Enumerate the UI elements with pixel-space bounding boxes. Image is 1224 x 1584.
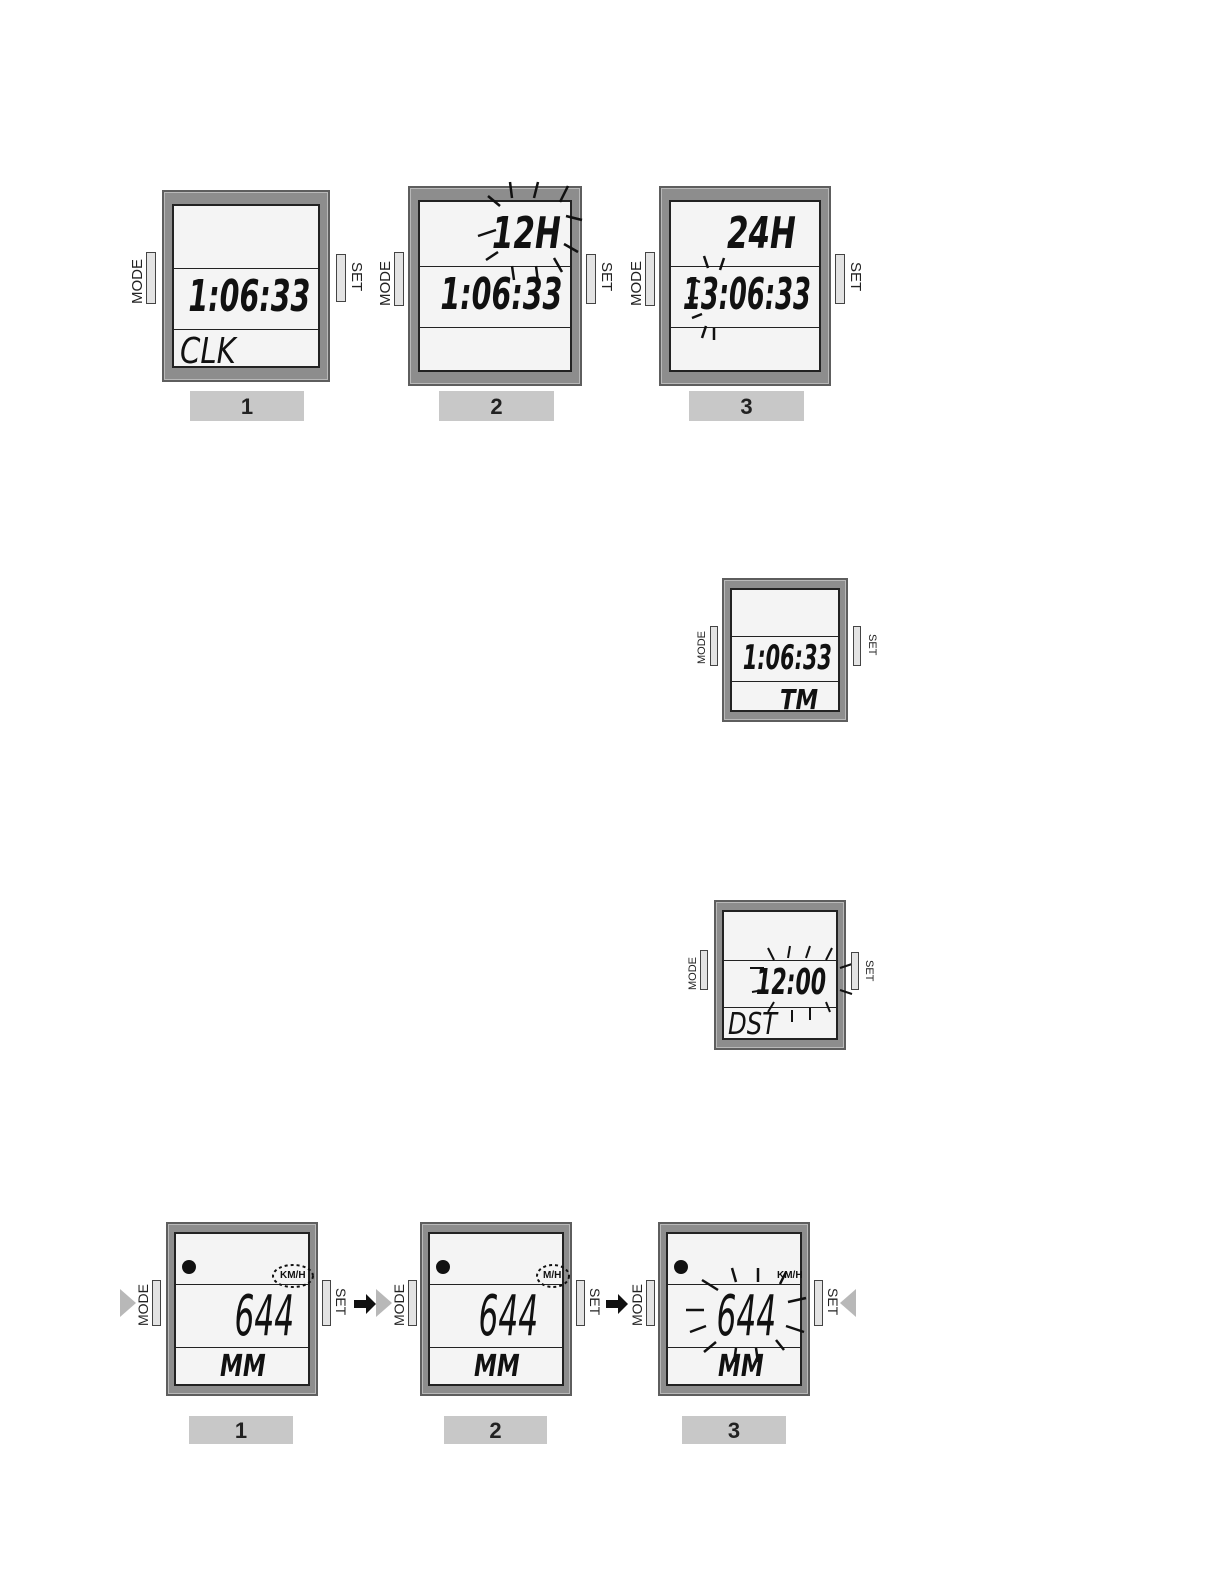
time-readout: 1:06:33 bbox=[743, 641, 832, 675]
set-button[interactable] bbox=[814, 1280, 823, 1326]
format-readout: 24H bbox=[727, 212, 796, 256]
set-button-label: SET bbox=[349, 262, 364, 291]
step-label: 3 bbox=[682, 1416, 786, 1444]
mode-text: MM bbox=[474, 1352, 520, 1382]
lcd-middle-row: 1:06:33 bbox=[420, 266, 570, 328]
lcd-screen: 644 MM bbox=[666, 1232, 802, 1386]
next-arrow-icon bbox=[606, 1292, 630, 1316]
pointer-arrow-icon bbox=[376, 1289, 392, 1317]
unit-step2-device: 644 MM bbox=[420, 1222, 572, 1396]
mode-text: DST bbox=[728, 1010, 777, 1040]
mode-button[interactable] bbox=[394, 252, 404, 306]
dst-device: 12:00 DST bbox=[714, 900, 846, 1050]
mode-button[interactable] bbox=[645, 252, 655, 306]
mode-text: TM bbox=[780, 686, 818, 712]
time-readout: 1:06:33 bbox=[188, 275, 310, 319]
mode-button-label: MODE bbox=[697, 631, 708, 664]
value-readout: 644 bbox=[478, 1289, 538, 1345]
mode-button-label: MODE bbox=[392, 1284, 406, 1326]
set-button[interactable] bbox=[853, 626, 861, 666]
mode-text: MM bbox=[220, 1352, 266, 1382]
lcd-screen: 644 MM bbox=[174, 1232, 310, 1386]
mode-button[interactable] bbox=[700, 950, 708, 990]
mode-button-label: MODE bbox=[629, 261, 644, 306]
mode-button-label: MODE bbox=[136, 1284, 150, 1326]
mode-button-label: MODE bbox=[378, 261, 393, 306]
clock-step3-device: 24H 13:06:33 bbox=[659, 186, 831, 386]
indicator-dot bbox=[182, 1260, 196, 1274]
lcd-middle-row: 644 bbox=[668, 1284, 800, 1348]
lcd-screen: 1:06:33 TM bbox=[730, 588, 840, 712]
time-readout: 13:06:33 bbox=[683, 273, 811, 317]
step-label: 2 bbox=[444, 1416, 547, 1444]
step-label: 3 bbox=[689, 391, 804, 421]
mode-text: MM bbox=[718, 1352, 764, 1382]
indicator-dot bbox=[674, 1260, 688, 1274]
time-readout: 1:06:33 bbox=[440, 273, 562, 317]
step-label: 1 bbox=[190, 391, 304, 421]
lcd-screen: 12:00 DST bbox=[722, 910, 838, 1040]
pointer-arrow-icon bbox=[840, 1289, 856, 1317]
set-button[interactable] bbox=[586, 254, 596, 304]
lcd-screen: 12H 1:06:33 bbox=[418, 200, 572, 372]
value-readout: 644 bbox=[234, 1289, 294, 1345]
set-button-label: SET bbox=[848, 262, 863, 291]
lcd-middle-row: 644 bbox=[176, 1284, 308, 1348]
set-button[interactable] bbox=[322, 1280, 331, 1326]
mode-button[interactable] bbox=[408, 1280, 417, 1326]
timer-device: 1:06:33 TM bbox=[722, 578, 848, 722]
indicator-dot bbox=[436, 1260, 450, 1274]
lcd-screen: 644 MM bbox=[428, 1232, 564, 1386]
step-label: 2 bbox=[439, 391, 554, 421]
set-button-label: SET bbox=[863, 960, 874, 981]
lcd-screen: 1:06:33 CLK bbox=[172, 204, 320, 368]
lcd-middle-row: 13:06:33 bbox=[671, 266, 819, 328]
set-button-label: SET bbox=[826, 1288, 840, 1315]
lcd-screen: 24H 13:06:33 bbox=[669, 200, 821, 372]
mode-button-label: MODE bbox=[688, 957, 699, 990]
pointer-arrow-icon bbox=[120, 1289, 136, 1317]
set-button[interactable] bbox=[336, 254, 346, 302]
set-button-label: SET bbox=[599, 262, 614, 291]
mode-button-label: MODE bbox=[130, 259, 145, 304]
unit-step3-device: 644 MM bbox=[658, 1222, 810, 1396]
clock-step2-device: 12H 1:06:33 bbox=[408, 186, 582, 386]
unit-label: M/H bbox=[543, 1270, 561, 1281]
step-label: 1 bbox=[189, 1416, 293, 1444]
mode-button[interactable] bbox=[146, 252, 156, 304]
value-readout: 644 bbox=[716, 1289, 776, 1345]
set-button[interactable] bbox=[576, 1280, 585, 1326]
lcd-middle-row: 1:06:33 bbox=[174, 268, 318, 330]
unit-label: KM/H bbox=[280, 1270, 306, 1281]
clock-step1-device: 1:06:33 CLK bbox=[162, 190, 330, 382]
set-button[interactable] bbox=[835, 254, 845, 304]
lcd-middle-row: 12:00 bbox=[724, 960, 836, 1008]
format-readout: 12H bbox=[492, 212, 561, 256]
set-button-label: SET bbox=[588, 1288, 602, 1315]
lcd-middle-row: 644 bbox=[430, 1284, 562, 1348]
set-button[interactable] bbox=[851, 952, 859, 990]
time-readout: 12:00 bbox=[756, 965, 826, 1001]
mode-button[interactable] bbox=[646, 1280, 655, 1326]
set-button-label: SET bbox=[334, 1288, 348, 1315]
unit-step1-device: 644 MM bbox=[166, 1222, 318, 1396]
lcd-middle-row: 1:06:33 bbox=[732, 636, 838, 682]
next-arrow-icon bbox=[354, 1292, 378, 1316]
mode-button[interactable] bbox=[710, 626, 718, 666]
mode-text: CLK bbox=[180, 334, 236, 368]
set-button-label: SET bbox=[866, 634, 877, 655]
unit-label: KM/H bbox=[777, 1270, 803, 1281]
mode-button[interactable] bbox=[152, 1280, 161, 1326]
mode-button-label: MODE bbox=[630, 1284, 644, 1326]
